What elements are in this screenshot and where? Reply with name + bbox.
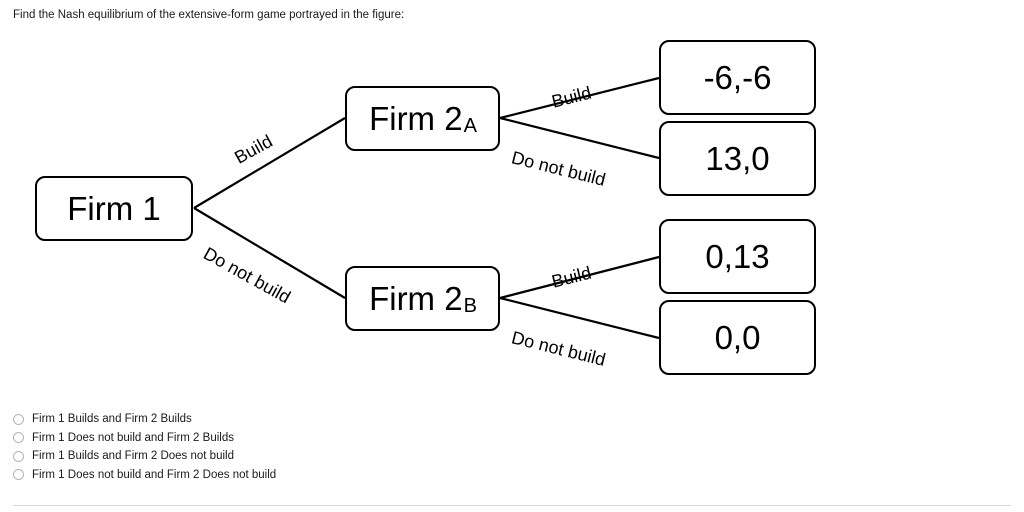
tree-edges bbox=[193, 76, 660, 340]
node-firm-2-b-label: Firm 2 bbox=[369, 280, 463, 317]
radio-button-icon-4[interactable] bbox=[13, 469, 24, 481]
payoff-value-2: 13,0 bbox=[705, 140, 770, 177]
payoff-value-4: 0,0 bbox=[714, 319, 761, 356]
node-firm-2-b-subscript: B bbox=[463, 294, 477, 317]
radio-button-icon-3[interactable] bbox=[13, 450, 24, 462]
payoff-node-4: 0,0 bbox=[659, 300, 816, 375]
option-label-3: Firm 1 Builds and Firm 2 Does not build bbox=[32, 450, 234, 463]
edge-b-do-not-build bbox=[499, 296, 660, 340]
option-row-2[interactable]: Firm 1 Does not build and Firm 2 Builds bbox=[13, 429, 433, 448]
node-firm-1-label: Firm 1 bbox=[67, 190, 161, 227]
payoff-value-1: -6,-6 bbox=[703, 59, 772, 96]
edge-b-build bbox=[499, 255, 660, 300]
radio-button-icon-1[interactable] bbox=[13, 413, 24, 425]
payoff-node-2: 13,0 bbox=[659, 121, 816, 196]
answer-options: Firm 1 Builds and Firm 2 Builds Firm 1 D… bbox=[13, 410, 433, 484]
radio-button-icon-2[interactable] bbox=[13, 432, 24, 444]
node-firm-1: Firm 1 bbox=[35, 176, 193, 241]
bottom-divider bbox=[13, 505, 1011, 506]
edge-a-do-not-build bbox=[499, 116, 660, 160]
option-row-1[interactable]: Firm 1 Builds and Firm 2 Builds bbox=[13, 410, 433, 429]
edge-root-build bbox=[193, 117, 346, 209]
edge-root-do-not-build bbox=[193, 207, 346, 299]
question-prompt: Find the Nash equilibrium of the extensi… bbox=[13, 9, 405, 21]
option-label-1: Firm 1 Builds and Firm 2 Builds bbox=[32, 413, 192, 426]
option-row-4[interactable]: Firm 1 Does not build and Firm 2 Does no… bbox=[13, 466, 433, 485]
payoff-value-3: 0,13 bbox=[705, 238, 770, 275]
option-row-3[interactable]: Firm 1 Builds and Firm 2 Does not build bbox=[13, 447, 433, 466]
node-firm-2-a-subscript: A bbox=[463, 114, 477, 137]
payoff-node-1: -6,-6 bbox=[659, 40, 816, 115]
option-label-4: Firm 1 Does not build and Firm 2 Does no… bbox=[32, 468, 277, 481]
payoff-node-3: 0,13 bbox=[659, 219, 816, 294]
edge-a-build bbox=[499, 76, 660, 120]
option-label-2: Firm 1 Does not build and Firm 2 Builds bbox=[32, 431, 234, 444]
node-firm-2-a-label: Firm 2 bbox=[369, 100, 463, 137]
